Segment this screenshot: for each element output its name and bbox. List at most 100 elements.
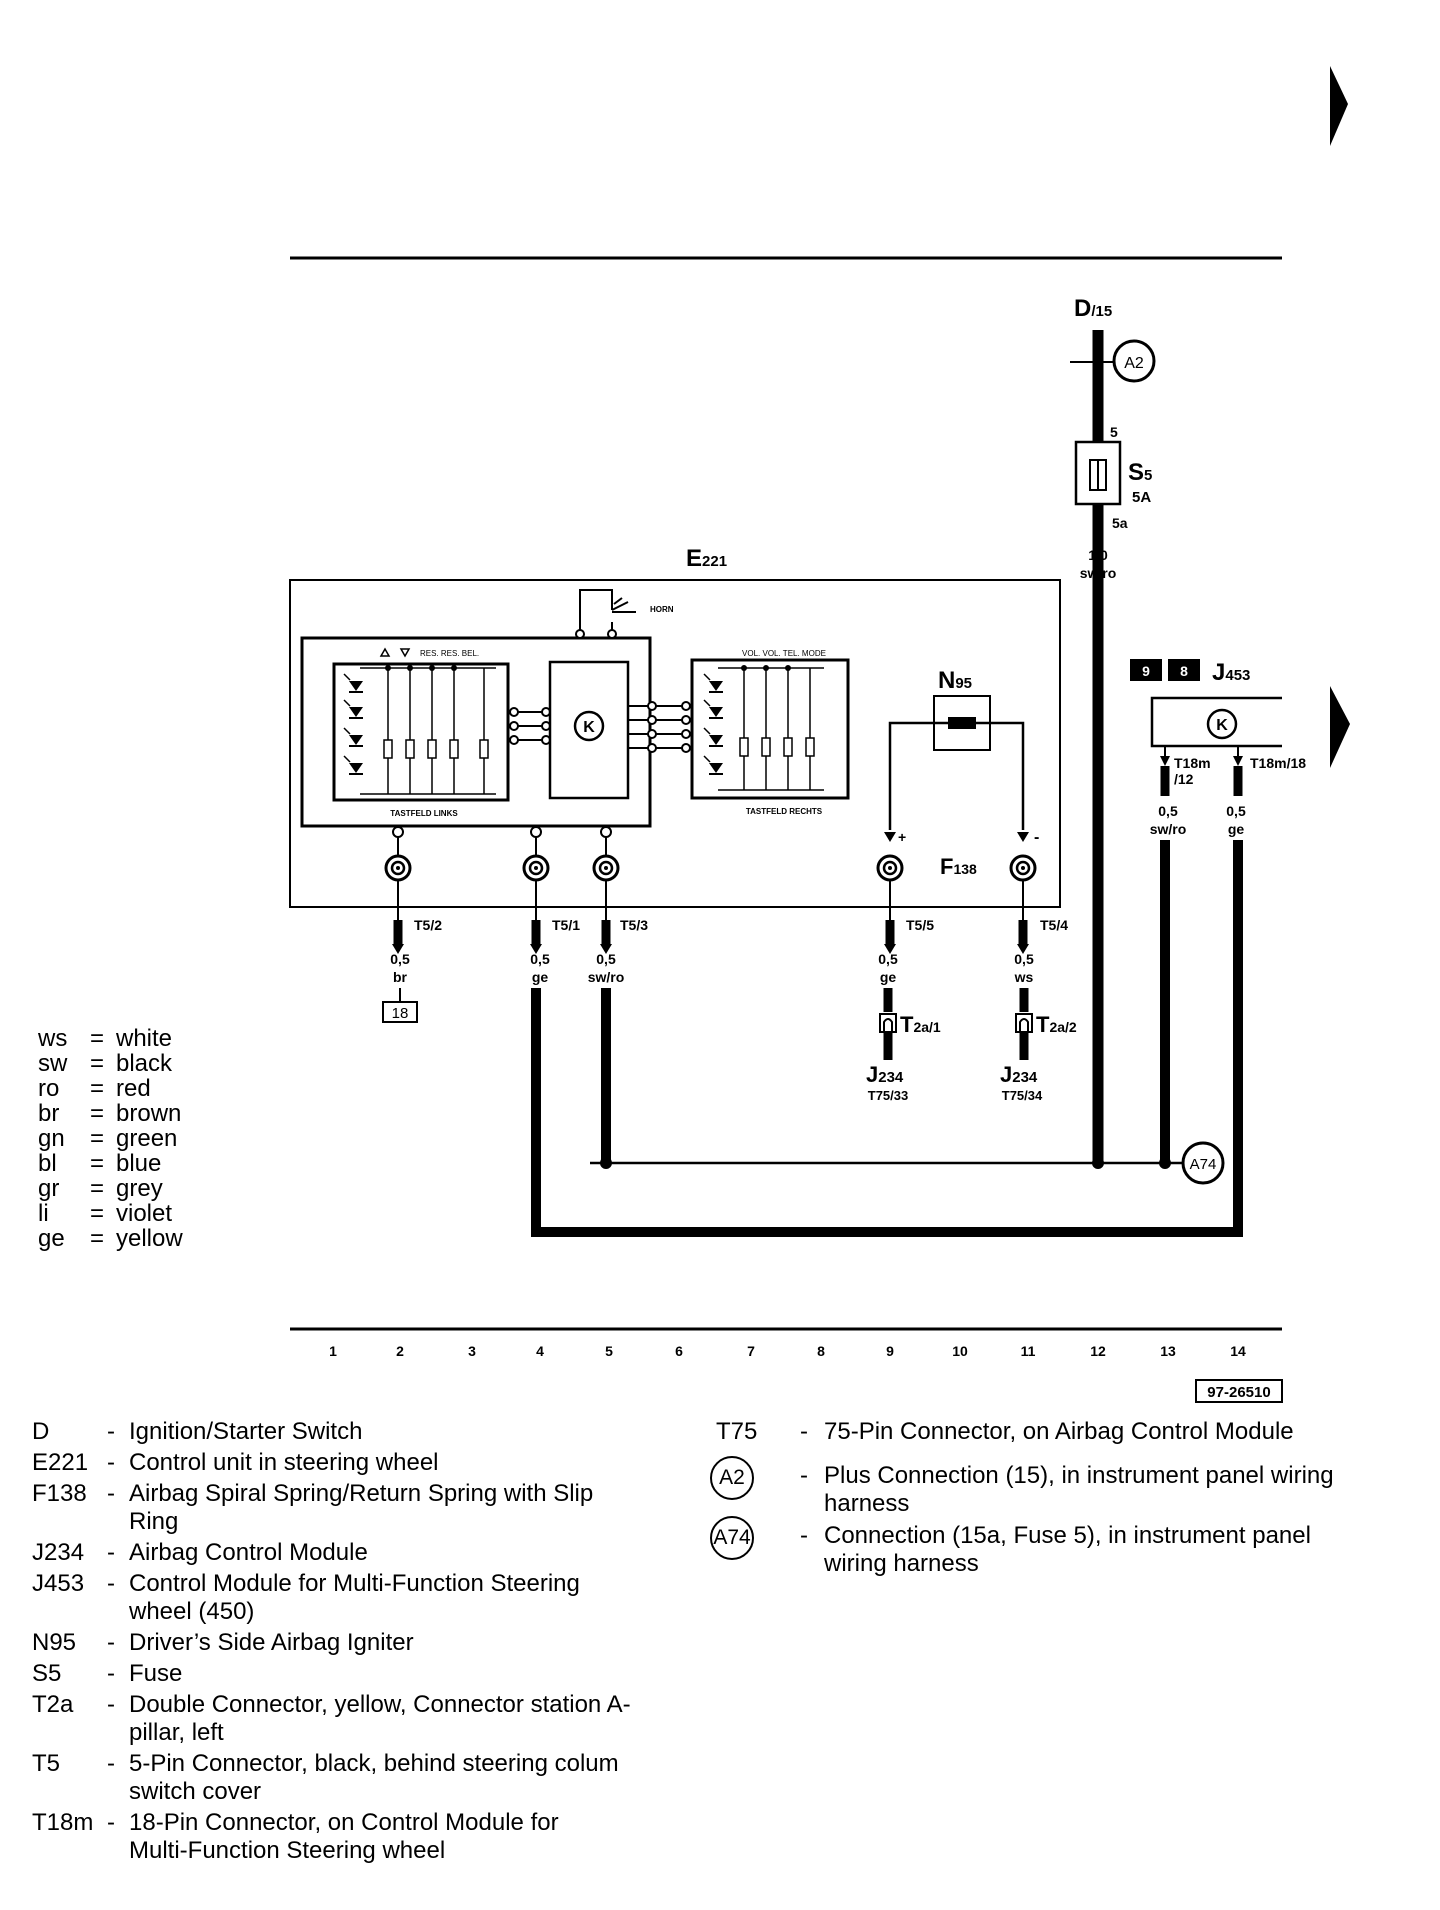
pin-stubs bbox=[393, 920, 1028, 944]
track-7: 7 bbox=[747, 1343, 755, 1359]
n95-wire-left bbox=[888, 721, 948, 830]
t2a2-connector bbox=[1015, 1013, 1033, 1033]
pin-arrows bbox=[392, 944, 1029, 954]
key-dash: - bbox=[107, 1660, 115, 1687]
legend-code: br bbox=[38, 1100, 60, 1127]
key-code: J453 bbox=[32, 1570, 85, 1597]
n95-wire-right bbox=[976, 721, 1025, 830]
legend-equals: = bbox=[90, 1175, 105, 1202]
j453-pin-badge-8 bbox=[1168, 659, 1200, 681]
legend-name: red bbox=[116, 1075, 151, 1102]
key-row: J453-Control Module for Multi-Function S… bbox=[32, 1570, 672, 1626]
j453-k-text: K bbox=[1216, 717, 1228, 734]
n95-plus: + bbox=[898, 829, 906, 845]
e221-label: E221 bbox=[686, 545, 727, 572]
key-dash: - bbox=[800, 1462, 808, 1489]
key-desc: Fuse bbox=[129, 1660, 183, 1687]
key-dash: - bbox=[800, 1418, 808, 1445]
track-14: 14 bbox=[1230, 1343, 1246, 1359]
pin-t5-5: T5/5 bbox=[906, 917, 934, 933]
spiral-leads bbox=[397, 880, 1024, 920]
a2-circle: A2 bbox=[710, 1456, 754, 1500]
s5-wire-size: 1,0 bbox=[1088, 547, 1108, 563]
spiral-t5-1 bbox=[522, 854, 550, 882]
key-row: A74-Connection (15a, Fuse 5), in instrum… bbox=[710, 1516, 1356, 1578]
key-row: N95-Driver’s Side Airbag Igniter bbox=[32, 1629, 672, 1657]
right-bus-connectors bbox=[628, 701, 692, 753]
a74-circle: A74 bbox=[710, 1516, 754, 1560]
track-12: 12 bbox=[1090, 1343, 1106, 1359]
ref-box-18 bbox=[382, 1001, 418, 1023]
key-code: T18m bbox=[32, 1809, 94, 1836]
key-dash: - bbox=[107, 1691, 115, 1718]
key-desc: 75-Pin Connector, on Airbag Control Modu… bbox=[824, 1418, 1294, 1445]
track-2: 2 bbox=[396, 1343, 404, 1359]
key-dash: - bbox=[107, 1480, 115, 1507]
key-code: T5 bbox=[32, 1750, 61, 1777]
key-row: A2-Plus Connection (15), in instrument p… bbox=[710, 1456, 1356, 1518]
key-row: J234-Airbag Control Module bbox=[32, 1539, 672, 1567]
track-1: 1 bbox=[329, 1343, 337, 1359]
legend-row: gn=green bbox=[38, 1126, 238, 1151]
color-t5-2: br bbox=[393, 969, 408, 985]
component-key-left: D-Ignition/Starter Switch E221-Control u… bbox=[32, 1418, 672, 1868]
legend-row: gr=grey bbox=[38, 1176, 238, 1201]
legend-name: black bbox=[116, 1050, 173, 1077]
a2-node-label: A2 bbox=[1124, 355, 1144, 372]
e221-box bbox=[289, 579, 1061, 908]
pin-t18-12: T18m bbox=[1174, 755, 1211, 771]
key-desc: Control unit in steering wheel bbox=[129, 1449, 439, 1476]
j453-box bbox=[1150, 696, 1282, 748]
legend-row: br=brown bbox=[38, 1101, 238, 1126]
left-bus-connectors bbox=[508, 707, 551, 745]
a74-node bbox=[1181, 1141, 1225, 1185]
pin-t5-1: T5/1 bbox=[552, 917, 580, 933]
legend-name: blue bbox=[116, 1150, 162, 1177]
key-row: E221-Control unit in steering wheel bbox=[32, 1449, 672, 1477]
fuse-rating: 5A bbox=[1132, 489, 1151, 506]
key-code: J234 bbox=[32, 1539, 85, 1566]
s5-wire-color: sw/ro bbox=[1080, 565, 1117, 581]
key-code: D bbox=[32, 1418, 50, 1445]
key-dash: - bbox=[107, 1809, 115, 1836]
legend-equals: = bbox=[90, 1225, 105, 1252]
legend-equals: = bbox=[90, 1200, 105, 1227]
key-row: T18m-18-Pin Connector, on Control Module… bbox=[32, 1809, 672, 1865]
legend-code: gn bbox=[38, 1125, 65, 1152]
n95-label: N95 bbox=[938, 667, 972, 694]
color-t5-3: sw/ro bbox=[588, 969, 625, 985]
key-row: D-Ignition/Starter Switch bbox=[32, 1418, 672, 1446]
legend-row: sw=black bbox=[38, 1051, 238, 1076]
track-5: 5 bbox=[605, 1343, 613, 1359]
t2a1-connector bbox=[879, 1013, 897, 1033]
size-t5-1: 0,5 bbox=[530, 951, 550, 967]
key-desc: Ignition/Starter Switch bbox=[129, 1418, 363, 1445]
size-t5-3: 0,5 bbox=[596, 951, 616, 967]
left-keys-label: RES. RES. BEL. bbox=[420, 649, 479, 658]
fuse-pin-out: 5a bbox=[1112, 515, 1128, 531]
key-dash: - bbox=[107, 1629, 115, 1656]
legend-code: ro bbox=[38, 1075, 60, 1102]
size-t5-5: 0,5 bbox=[878, 951, 898, 967]
key-code: E221 bbox=[32, 1449, 89, 1476]
right-pad-label: TASTFELD RECHTS bbox=[746, 807, 823, 816]
j453-pin-9: 9 bbox=[1142, 663, 1150, 679]
pin-t5-3: T5/3 bbox=[620, 917, 648, 933]
key-row: T5-5-Pin Connector, black, behind steeri… bbox=[32, 1750, 672, 1806]
track-numbers: 1 2 3 4 5 6 7 8 9 10 11 12 13 14 bbox=[329, 1343, 1246, 1359]
legend-code: bl bbox=[38, 1150, 57, 1177]
key-code: T75 bbox=[716, 1418, 758, 1445]
j453-pin-8: 8 bbox=[1180, 663, 1188, 679]
size-t5-4: 0,5 bbox=[1014, 951, 1034, 967]
track-8: 8 bbox=[817, 1343, 825, 1359]
key-desc: Airbag Spiral Spring/Return Spring with … bbox=[129, 1480, 594, 1535]
key-desc: Control Module for Multi-Function Steeri… bbox=[129, 1570, 580, 1625]
key-dash: - bbox=[107, 1750, 115, 1777]
key-code: T2a bbox=[32, 1691, 74, 1718]
legend-code: gr bbox=[38, 1175, 60, 1202]
spiral-t5-3 bbox=[592, 854, 620, 882]
legend-row: li=violet bbox=[38, 1201, 238, 1226]
key-code-circled: A74 bbox=[710, 1516, 800, 1578]
size-t18-12: 0,5 bbox=[1158, 803, 1178, 819]
legend-name: white bbox=[116, 1025, 173, 1052]
